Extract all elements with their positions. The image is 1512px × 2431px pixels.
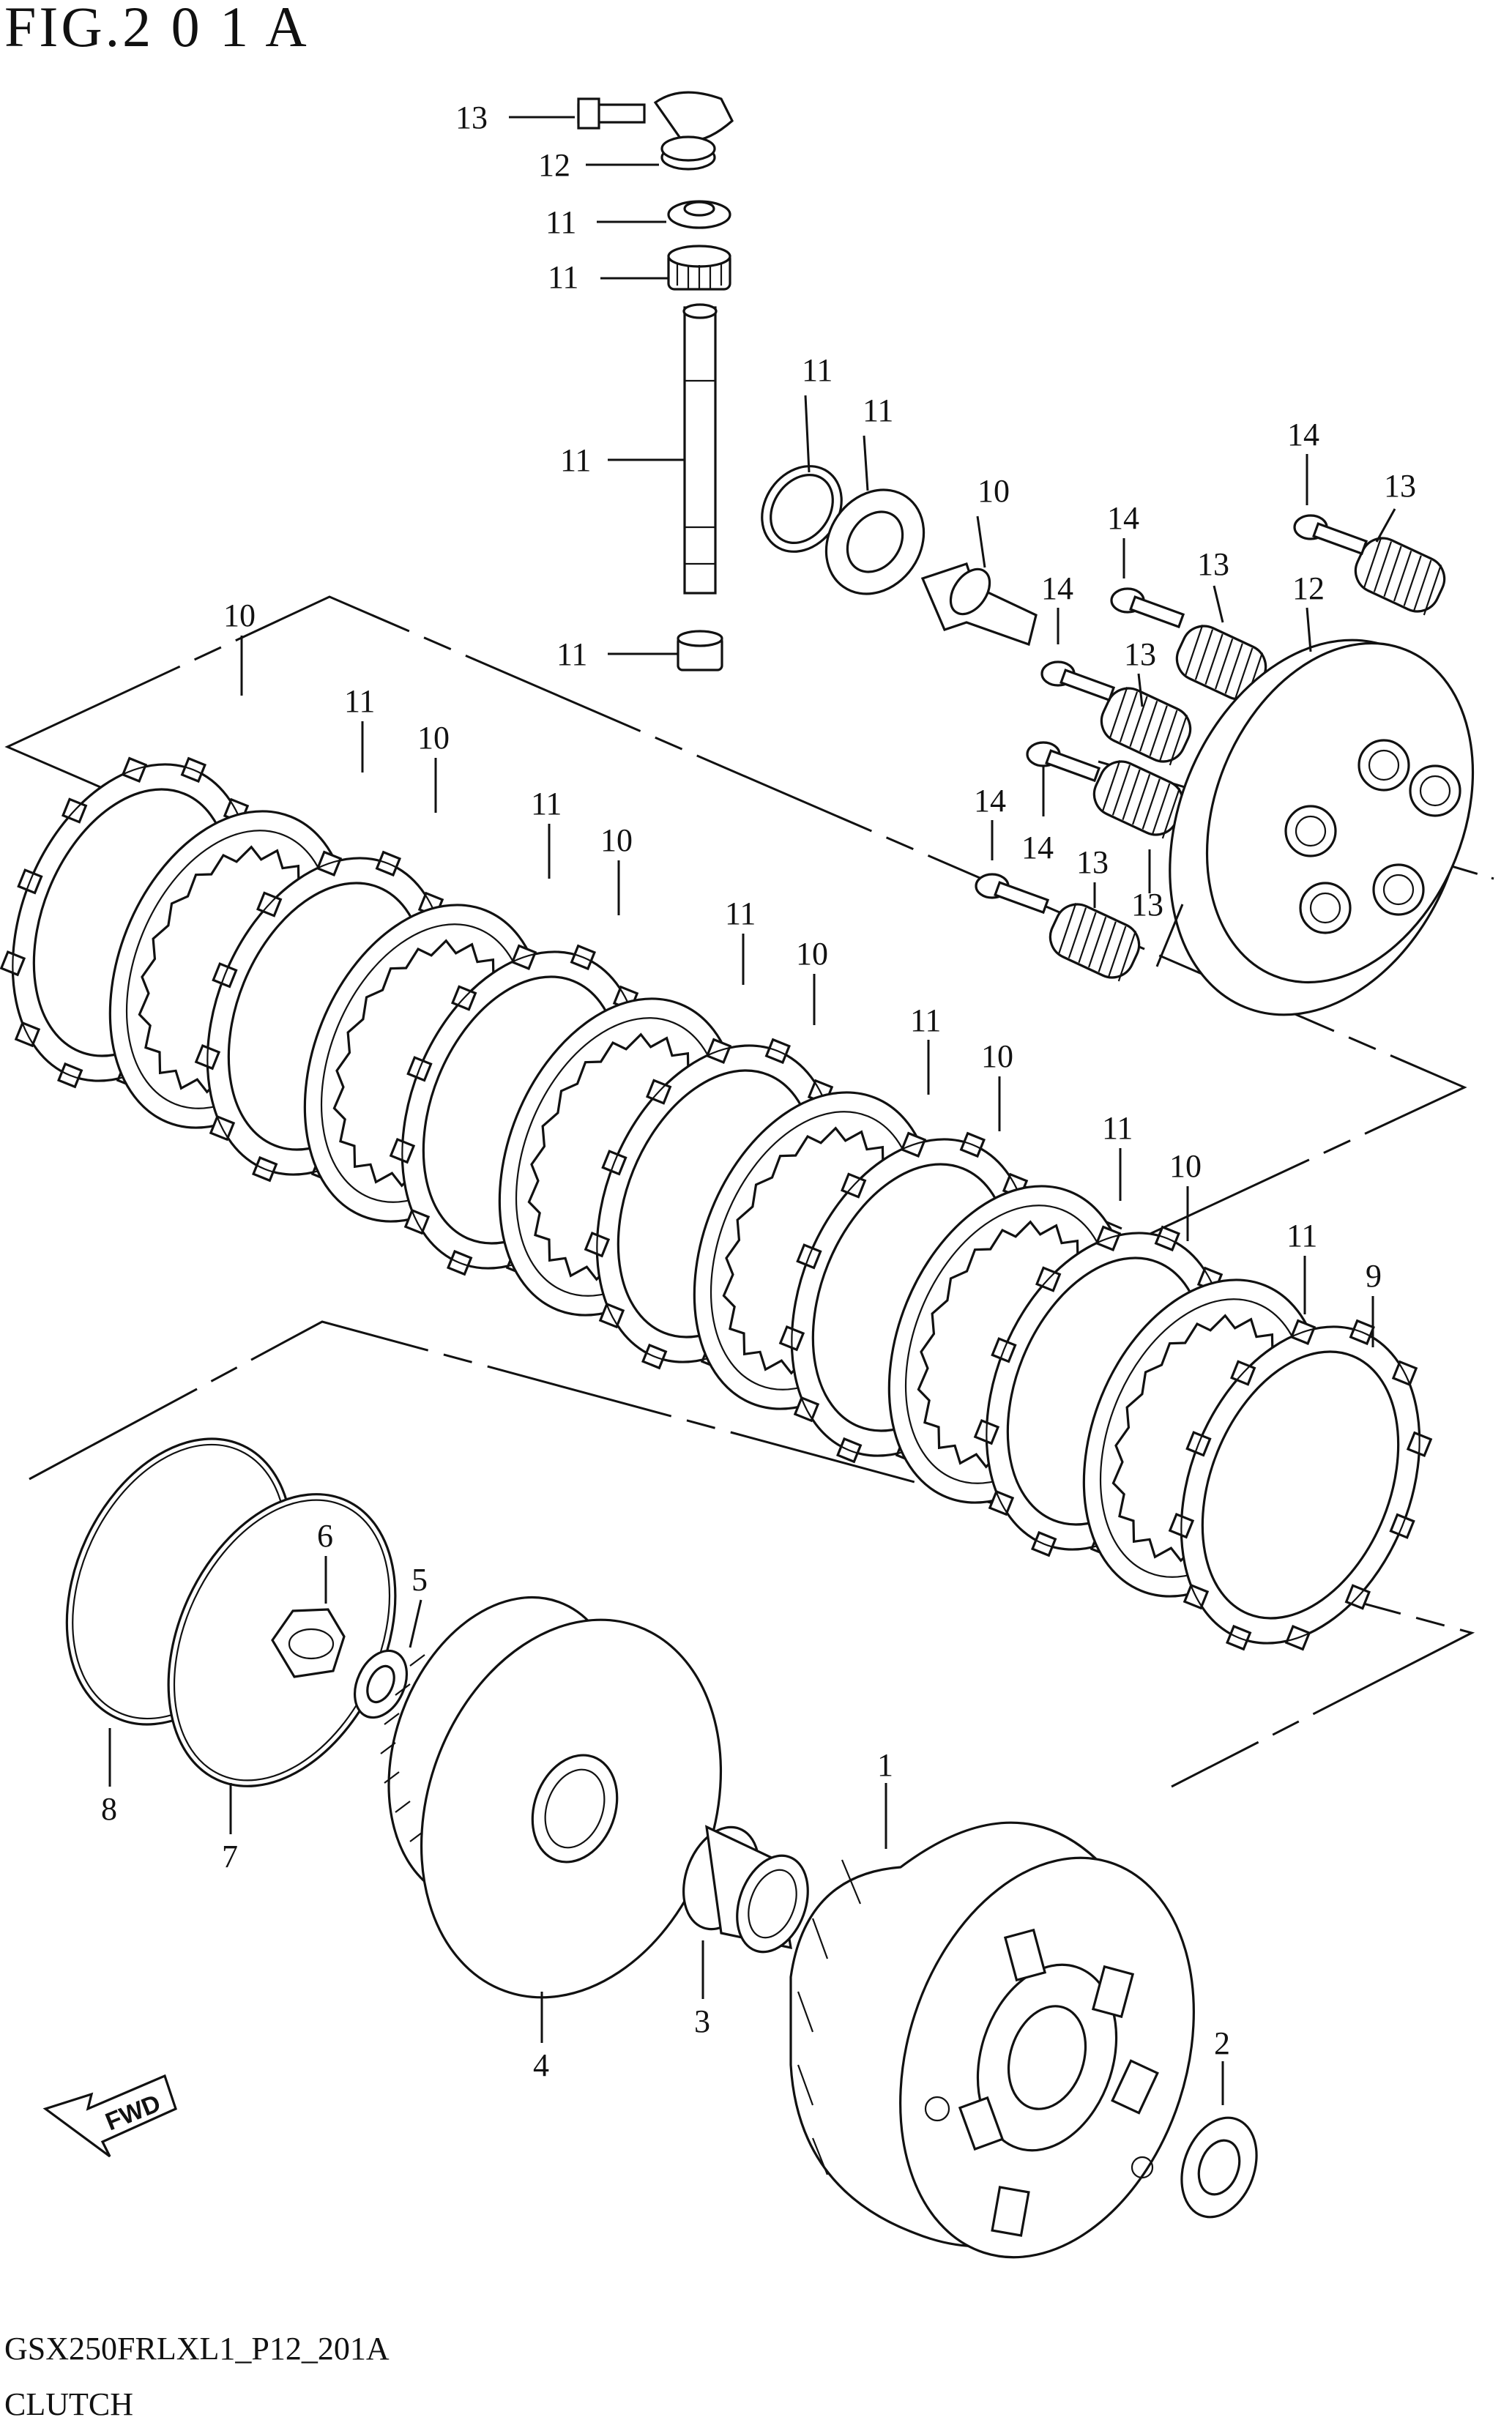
callout-5: 5 — [411, 1562, 428, 1598]
callout-13d: 13 — [1076, 844, 1109, 880]
spring-13 — [1049, 903, 1141, 982]
callout-3: 3 — [694, 2003, 710, 2039]
callout-10a: 10 — [223, 597, 256, 633]
callout-6: 6 — [317, 1518, 333, 1554]
callout-17: 11 — [802, 352, 833, 388]
callout-10f: 10 — [1169, 1148, 1202, 1184]
callout-11e: 11 — [1102, 1110, 1133, 1146]
callout-22: 12 — [538, 147, 570, 183]
lower-box — [29, 1320, 1475, 1788]
figure-caption: CLUTCH — [4, 2386, 133, 2422]
springs-and-bolts — [975, 514, 1446, 982]
callout-14d: 14 — [974, 783, 1006, 819]
callout-18: 11 — [560, 442, 591, 478]
bolt-14 — [1026, 741, 1101, 783]
release-bearing-group — [761, 465, 1038, 647]
spring-13 — [1100, 687, 1192, 766]
callout-14b: 14 — [1107, 500, 1139, 536]
bolt-14 — [975, 873, 1050, 915]
spring-13 — [1175, 625, 1267, 704]
callout-13b: 13 — [1197, 546, 1229, 582]
bolt-14 — [1040, 660, 1116, 702]
callout-10c: 10 — [600, 822, 633, 858]
arm-22-head — [653, 91, 734, 142]
callout-15: 10 — [977, 473, 1010, 509]
spacer-3 — [682, 1825, 809, 1954]
callout-11f: 11 — [1286, 1218, 1317, 1254]
spring-13 — [1092, 760, 1185, 839]
clutch-hub-4 — [380, 1596, 723, 1999]
o-rings — [65, 1437, 397, 1787]
callout-14c: 14 — [1041, 570, 1073, 606]
figure-code: GSX250FRLXL1_P12_201A — [4, 2331, 390, 2367]
callout-13c: 13 — [1124, 636, 1156, 672]
callout-11a: 11 — [344, 683, 375, 719]
release-arm — [577, 91, 734, 671]
callout-10e: 10 — [981, 1038, 1013, 1074]
callout-13a: 13 — [1384, 468, 1416, 504]
callout-23: 13 — [455, 100, 488, 135]
fwd-arrow-icon: FWD — [42, 2074, 177, 2158]
callout-11b: 11 — [531, 786, 562, 822]
bolt-14 — [1293, 514, 1368, 556]
clutch-plate-stack — [0, 756, 1433, 1651]
callout-10d: 10 — [796, 936, 828, 972]
callout-8: 8 — [101, 1791, 117, 1827]
callout-2: 2 — [1214, 2025, 1230, 2061]
callout-layer: 13 12 11 11 11 11 11 11 10 14 13 14 13 1… — [101, 100, 1416, 2105]
bolt-14 — [1110, 587, 1185, 629]
nut-6 — [271, 1608, 346, 1678]
pushrod-18 — [683, 306, 717, 595]
callout-14e: 14 — [1021, 830, 1054, 865]
callout-7: 7 — [222, 1839, 238, 1875]
figure-title: FIG.2 0 1 A — [4, 0, 310, 59]
callout-20: 11 — [548, 259, 578, 295]
spring-13 — [1354, 537, 1446, 616]
callout-10b: 10 — [417, 720, 450, 756]
callout-14a: 14 — [1287, 417, 1319, 453]
friction-plate — [1168, 1319, 1433, 1651]
clutch-housing-1 — [789, 1821, 1195, 2259]
washer-2 — [1180, 2116, 1258, 2219]
callout-4: 4 — [533, 2047, 549, 2083]
callout-11d: 11 — [910, 1002, 941, 1038]
nut-and-washer — [271, 1608, 408, 1719]
callout-21: 11 — [545, 204, 576, 240]
pressure-plate-12 — [1169, 639, 1475, 1016]
callout-13e: 13 — [1131, 887, 1163, 923]
callout-12: 12 — [1292, 570, 1325, 606]
callout-9: 9 — [1366, 1258, 1382, 1294]
callout-11c: 11 — [725, 896, 756, 931]
callout-16: 11 — [863, 392, 893, 428]
callout-19: 11 — [556, 636, 587, 672]
callout-1: 1 — [877, 1747, 893, 1783]
